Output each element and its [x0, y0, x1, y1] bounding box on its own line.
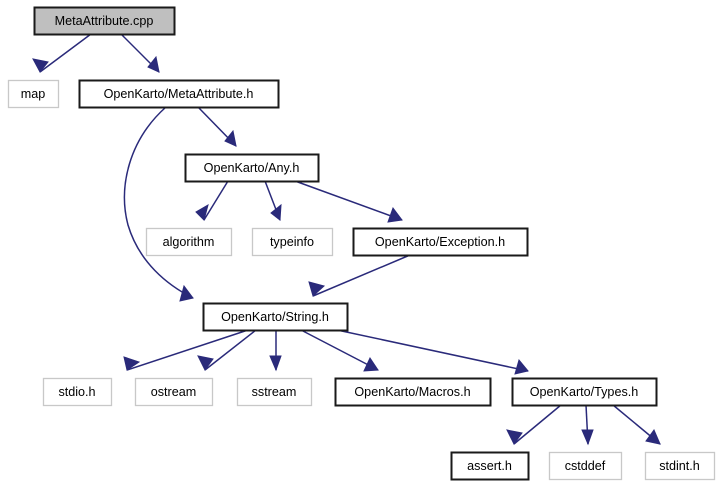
node-label: cstddef	[565, 459, 606, 473]
node-typeinfo[interactable]: typeinfo	[251, 227, 334, 257]
arrowhead-icon	[147, 55, 160, 73]
edge-any_h-to-exception_h	[294, 180, 403, 223]
node-box[interactable]	[202, 302, 349, 332]
node-stdint_h[interactable]: stdint.h	[644, 451, 716, 481]
node-types_h[interactable]: OpenKarto/Types.h	[511, 377, 658, 407]
node-box[interactable]	[145, 227, 233, 257]
edge-string_h-to-ostream	[197, 329, 257, 371]
node-box[interactable]	[352, 227, 529, 257]
edge-line	[39, 33, 92, 73]
node-box[interactable]	[450, 451, 530, 481]
edge-string_h-to-sstream	[269, 330, 282, 372]
edge-types_h-to-stdint_h	[612, 404, 661, 445]
node-label: OpenKarto/String.h	[221, 310, 329, 324]
edge-string_h-to-macros_h	[300, 329, 379, 372]
edge-line	[126, 329, 249, 371]
node-label: OpenKarto/MetaAttribute.h	[104, 87, 254, 101]
arrowhead-icon	[506, 429, 523, 445]
node-box[interactable]	[184, 153, 320, 183]
edge-line	[204, 329, 257, 371]
edge-line	[294, 180, 403, 221]
node-label: stdint.h	[659, 459, 700, 473]
node-box[interactable]	[511, 377, 658, 407]
arrowhead-icon	[387, 206, 403, 223]
edge-metaattribute_cpp-to-map	[32, 33, 92, 73]
node-sstream[interactable]: sstream	[236, 377, 313, 407]
node-box[interactable]	[7, 79, 60, 109]
node-map[interactable]: map	[7, 79, 60, 109]
node-label: stdio.h	[58, 385, 95, 399]
arrowhead-icon	[32, 58, 49, 73]
node-box[interactable]	[548, 451, 623, 481]
node-label: assert.h	[467, 459, 512, 473]
arrowhead-icon	[645, 428, 661, 445]
node-label: OpenKarto/Types.h	[530, 385, 639, 399]
node-box[interactable]	[42, 377, 113, 407]
node-box[interactable]	[251, 227, 334, 257]
edge-exception_h-to-string_h	[308, 254, 411, 297]
node-label: MetaAttribute.cpp	[55, 14, 154, 28]
node-label: typeinfo	[270, 235, 314, 249]
arrowhead-icon	[270, 203, 282, 221]
arrowhead-icon	[179, 284, 194, 302]
node-stdio_h[interactable]: stdio.h	[42, 377, 113, 407]
node-label: sstream	[252, 385, 297, 399]
arrowhead-icon	[581, 429, 594, 446]
arrowhead-icon	[123, 356, 141, 371]
node-box[interactable]	[78, 79, 280, 109]
node-any_h[interactable]: OpenKarto/Any.h	[184, 153, 320, 183]
node-box[interactable]	[334, 377, 492, 407]
edge-metaattribute_h-to-string_h	[123, 106, 194, 302]
node-box[interactable]	[644, 451, 716, 481]
edge-metaattribute_cpp-to-metaattribute_h	[120, 33, 160, 73]
node-box[interactable]	[33, 6, 176, 36]
edge-any_h-to-typeinfo	[264, 180, 282, 221]
node-metaattribute_cpp[interactable]: MetaAttribute.cpp	[33, 6, 176, 36]
edge-types_h-to-cstddef	[581, 404, 594, 446]
node-cstddef[interactable]: cstddef	[548, 451, 623, 481]
node-label: map	[21, 87, 46, 101]
node-box[interactable]	[236, 377, 313, 407]
edge-metaattribute_h-to-any_h	[197, 106, 237, 147]
node-exception_h[interactable]: OpenKarto/Exception.h	[352, 227, 529, 257]
node-ostream[interactable]: ostream	[134, 377, 214, 407]
arrowhead-icon	[197, 355, 214, 371]
node-label: OpenKarto/Macros.h	[354, 385, 470, 399]
edge-line	[336, 329, 529, 372]
edge-types_h-to-assert_h	[506, 404, 562, 445]
nodes-layer: MetaAttribute.cpp map OpenKarto/MetaAttrib…	[7, 6, 716, 481]
node-algorithm[interactable]: algorithm	[145, 227, 233, 257]
arrowhead-icon	[308, 281, 326, 297]
edge-string_h-to-stdio_h	[123, 329, 249, 371]
arrowhead-icon	[224, 129, 237, 147]
arrowhead-icon	[269, 355, 282, 372]
edge-any_h-to-algorithm	[195, 180, 229, 221]
node-macros_h[interactable]: OpenKarto/Macros.h	[334, 377, 492, 407]
arrowhead-icon	[195, 203, 209, 221]
node-box[interactable]	[134, 377, 214, 407]
arrowhead-icon	[514, 358, 529, 375]
node-label: algorithm	[163, 235, 215, 249]
edge-line	[300, 329, 379, 371]
node-string_h[interactable]: OpenKarto/String.h	[202, 302, 349, 332]
node-label: OpenKarto/Exception.h	[375, 235, 505, 249]
edge-line	[203, 180, 229, 221]
node-label: OpenKarto/Any.h	[204, 161, 300, 175]
node-metaattribute_h[interactable]: OpenKarto/MetaAttribute.h	[78, 79, 280, 109]
edge-line	[513, 404, 562, 445]
node-label: ostream	[151, 385, 197, 399]
edge-line	[312, 254, 411, 297]
edge-string_h-to-types_h	[336, 329, 529, 375]
edge-line	[123, 106, 194, 299]
arrowhead-icon	[363, 356, 379, 372]
node-assert_h[interactable]: assert.h	[450, 451, 530, 481]
edges-layer	[32, 33, 661, 446]
